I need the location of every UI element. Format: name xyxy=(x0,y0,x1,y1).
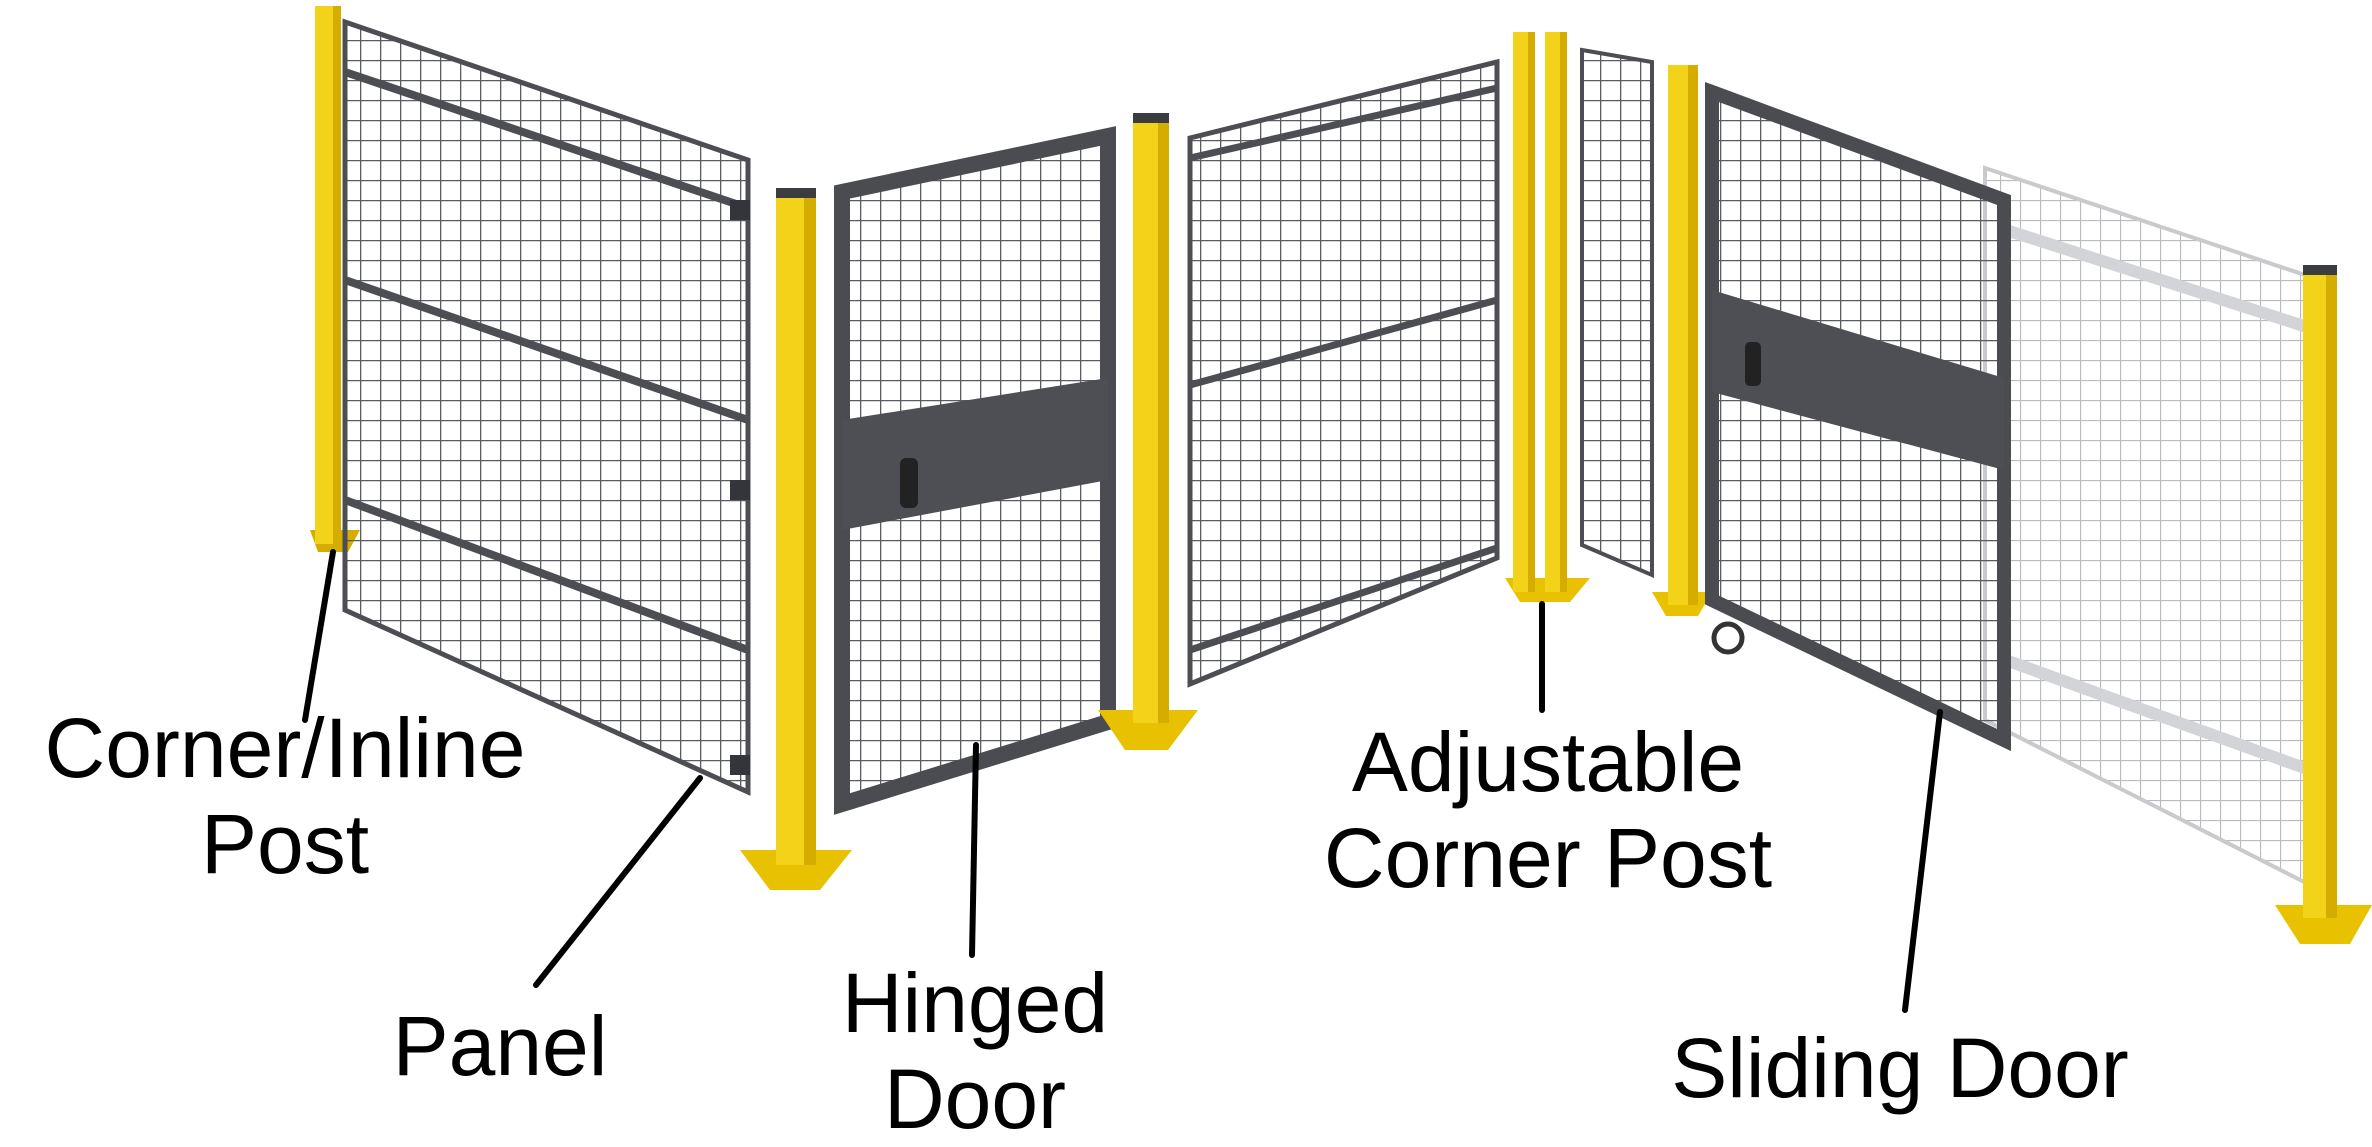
leader-hinged-door xyxy=(969,742,979,958)
label-panel: Panel xyxy=(360,998,640,1094)
mesh-panel xyxy=(342,18,751,796)
inline-post xyxy=(740,188,852,890)
narrow-mesh-panel xyxy=(1580,47,1654,579)
label-corner-inline-post-line1: Corner/Inline xyxy=(44,701,526,795)
label-hinged-door-line2: Door xyxy=(883,1052,1067,1146)
label-hinged-door-line1: Hinged xyxy=(841,956,1109,1050)
label-sliding-door-line1: Sliding Door xyxy=(1671,1021,2129,1115)
sliding-door xyxy=(1705,81,2011,752)
label-adjustable-corner-post-line2: Corner Post xyxy=(1323,811,1773,905)
adjustable-corner-post xyxy=(1505,32,1590,602)
leader-panel xyxy=(533,775,703,988)
label-hinged-door: Hinged Door xyxy=(790,955,1160,1147)
hinged-door xyxy=(834,126,1116,815)
leader-corner-inline-post xyxy=(302,549,336,723)
leader-lines xyxy=(302,549,1943,1013)
door-post xyxy=(1098,113,1198,750)
label-panel-line1: Panel xyxy=(392,999,608,1093)
label-sliding-door: Sliding Door xyxy=(1600,1020,2200,1116)
label-adjustable-corner-post: Adjustable Corner Post xyxy=(1268,714,1828,906)
leader-sliding-door xyxy=(1902,709,1943,1013)
mesh-panel-middle xyxy=(1187,58,1500,688)
sliding-track-panel xyxy=(1983,165,2322,894)
corner-inline-post xyxy=(310,6,360,552)
label-corner-inline-post: Corner/Inline Post xyxy=(0,700,570,892)
sliding-door-post xyxy=(1652,65,1712,616)
end-post xyxy=(2275,265,2372,944)
label-corner-inline-post-line2: Post xyxy=(200,797,370,891)
label-adjustable-corner-post-line1: Adjustable xyxy=(1351,715,1745,809)
